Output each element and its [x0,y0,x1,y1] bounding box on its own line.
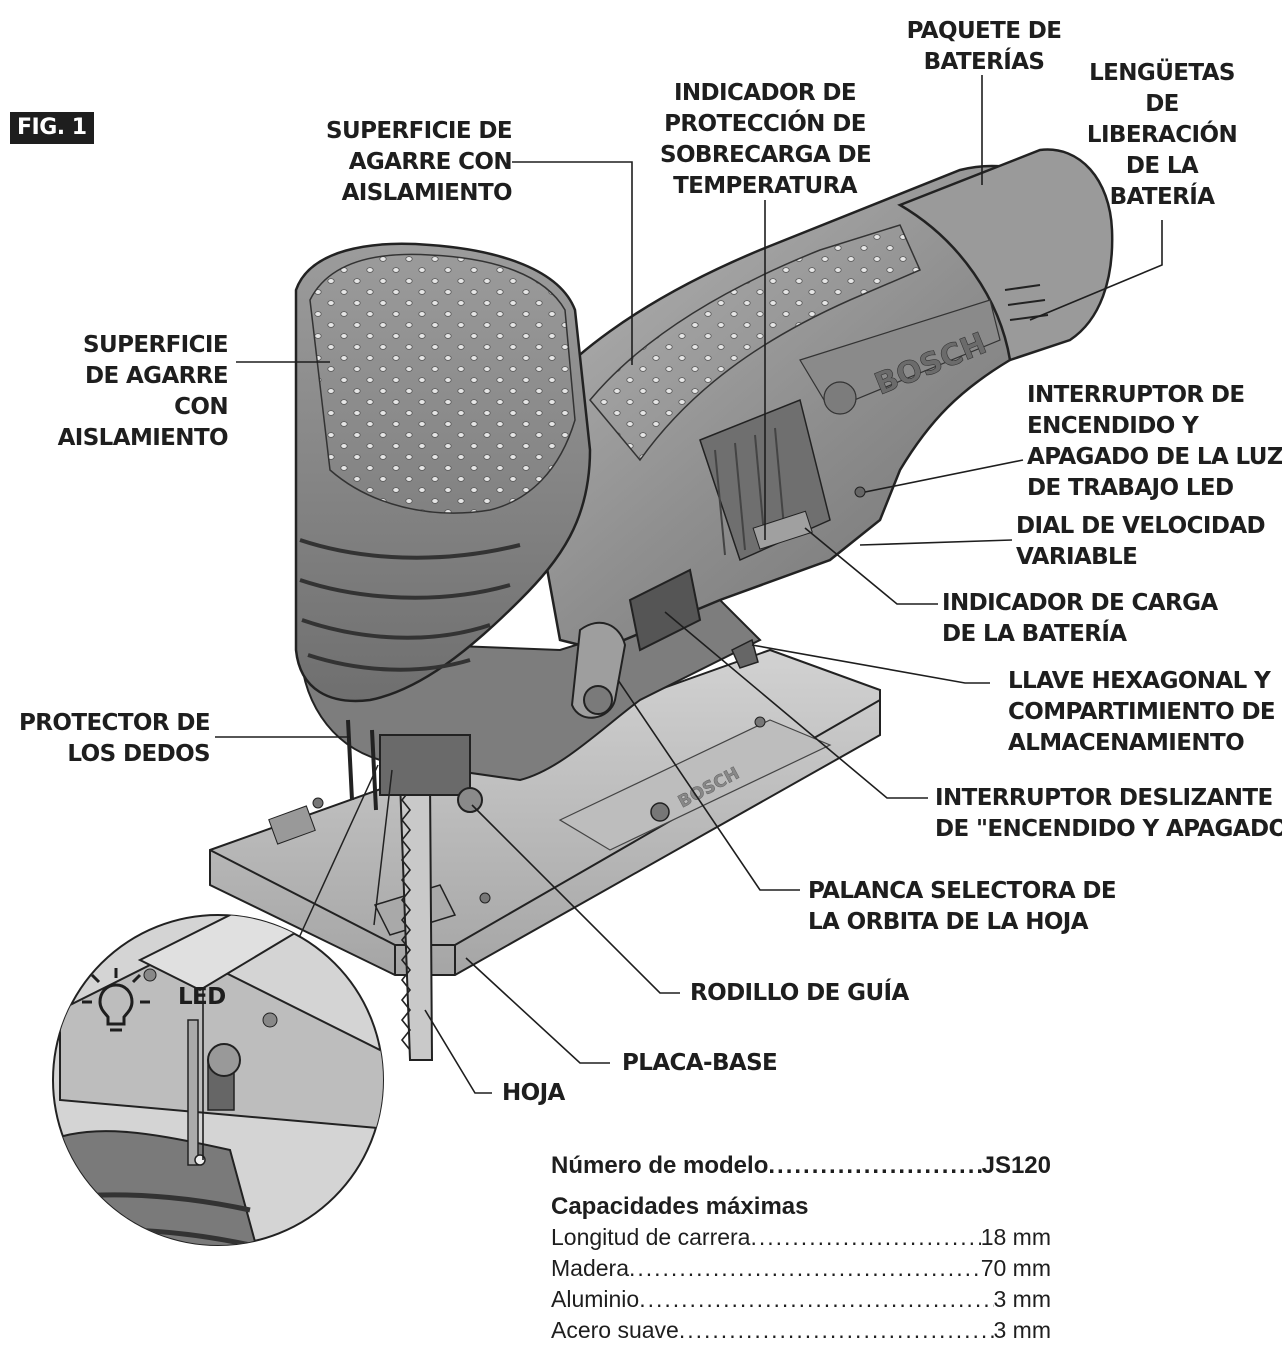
leader-dots [679,1315,994,1346]
leader-dots [639,1284,993,1315]
callout-line: ALMACENAMIENTO [1008,730,1245,756]
callout-line: LA ORBITA DE LA HOJA [808,909,1089,935]
callout-line: CON [174,394,228,420]
callout-led: LED [178,982,226,1013]
callout-line: APAGADO DE LA LUZ [1027,444,1282,470]
callout-line: DE AGARRE [84,363,229,389]
callout-line: BATERÍAS [923,49,1045,75]
callout-line: HOJA [502,1080,565,1106]
led-bulb-icon [82,968,150,1032]
callout-line: PROTECTOR DE [19,710,211,736]
spec-value: 70 mm [980,1255,1051,1281]
spec-value: 3 mm [993,1317,1052,1343]
leader-lines [202,75,1163,1160]
callout-line: PALANCA SELECTORA DE [808,878,1117,904]
callout-slide-switch: INTERRUPTOR DESLIZANTE DE "ENCENDIDO Y A… [935,783,1282,845]
callout-line: ENCENDIDO Y [1027,413,1199,439]
callout-line: DE LA [1125,153,1199,179]
grip-head [294,242,592,703]
spec-label: Aluminio [551,1286,640,1312]
callout-battery-pack: PAQUETE DE BATERÍAS [900,16,1068,78]
callout-led-switch: INTERRUPTOR DE ENCENDIDO Y APAGADO DE LA… [1027,380,1282,504]
callout-line: RODILLO DE GUÍA [690,980,909,1006]
callout-line: DE LA BATERÍA [942,621,1127,647]
spec-value: JS120 [981,1152,1051,1179]
spec-model-row: Número de modelo JS120 [551,1150,1051,1181]
callout-line: INTERRUPTOR DE [1027,382,1245,408]
callout-line: LOS DEDOS [67,741,210,767]
callout-line: PLACA-BASE [622,1050,778,1076]
zoom-detail [52,914,384,1246]
callout-line: PROTECCIÓN DE [664,111,866,137]
figure-label: FIG. 1 [10,112,94,144]
leader-dots [750,1222,980,1253]
callout-line: AGARRE CON [348,149,513,175]
finger-guard [346,719,378,811]
callout-battery-release-tabs: LENGÜETAS DE LIBERACIÓN DE LA BATERÍA [1082,58,1242,213]
callout-line: LIBERACIÓN [1086,122,1238,148]
leader-dots [768,1150,981,1181]
spec-value: 3 mm [993,1286,1052,1312]
spec-heading: Capacidades máximas [551,1193,809,1220]
callout-line: INDICADOR DE [673,80,857,106]
callout-line: TEMPERATURA [673,173,857,199]
callout-line: LENGÜETAS [1089,60,1235,86]
callout-line: DE "ENCENDIDO Y APAGADO" [935,816,1282,842]
leader-dots [629,1253,981,1284]
spec-row: Longitud de carrera 18 mm [551,1222,1051,1253]
callout-speed-dial: DIAL DE VELOCIDAD VARIABLE [1016,511,1274,573]
callout-charge-indicator: INDICADOR DE CARGA DE LA BATERÍA [942,588,1222,650]
callout-line: SUPERFICIE [83,332,229,358]
spec-table: Número de modelo JS120 Capacidades máxim… [551,1150,1051,1346]
callout-line: DE [1145,91,1179,117]
spec-label: Madera [551,1255,629,1281]
plunger-housing [379,734,471,796]
spec-row: Acero suave 3 mm [551,1315,1051,1346]
callout-line: BATERÍA [1109,184,1215,210]
callout-line: LED [178,984,226,1010]
callout-line: SUPERFICIE DE [326,118,513,144]
callout-line: VARIABLE [1016,544,1138,570]
callout-grip-top: SUPERFICIE DE AGARRE CON AISLAMIENTO [310,116,513,209]
callout-line: AISLAMIENTO [341,180,513,206]
callout-line: LLAVE HEXAGONAL Y [1008,668,1271,694]
callout-overload-indicator: INDICADOR DE PROTECCIÓN DE SOBRECARGA DE… [660,78,872,202]
guide-roller [457,787,483,813]
callout-line: SOBRECARGA DE [660,142,872,168]
slide-switch [628,568,702,652]
callout-orbit-lever: PALANCA SELECTORA DE LA ORBITA DE LA HOJ… [808,876,1117,938]
callout-line: COMPARTIMIENTO DE [1008,699,1276,725]
callout-line: INDICADOR DE CARGA [942,590,1218,616]
spec-row: Madera 70 mm [551,1253,1051,1284]
callout-finger-guard: PROTECTOR DE LOS DEDOS [14,708,211,770]
orbit-lever [570,621,627,719]
callout-hex-key: LLAVE HEXAGONAL Y COMPARTIMIENTO DE ALMA… [1008,666,1276,759]
callout-line: DE TRABAJO LED [1027,475,1234,501]
blade [398,779,434,1061]
hex-key [731,638,759,669]
callout-guide-roller: RODILLO DE GUÍA [690,978,909,1009]
callout-line: INTERRUPTOR DESLIZANTE [935,785,1273,811]
callout-line: AISLAMIENTO [57,425,229,451]
callout-blade: HOJA [502,1078,565,1109]
spec-value: 18 mm [980,1224,1051,1250]
spec-label: Número de modelo [551,1152,769,1179]
callout-line: DIAL DE VELOCIDAD [1016,513,1266,539]
callout-line: PAQUETE DE [906,18,1062,44]
callout-grip-left: SUPERFICIE DE AGARRE CON AISLAMIENTO [50,330,229,454]
spec-label: Longitud de carrera [551,1224,751,1250]
spec-row: Aluminio 3 mm [551,1284,1051,1315]
spec-label: Acero suave [551,1317,679,1343]
callout-base-plate: PLACA-BASE [622,1048,778,1079]
